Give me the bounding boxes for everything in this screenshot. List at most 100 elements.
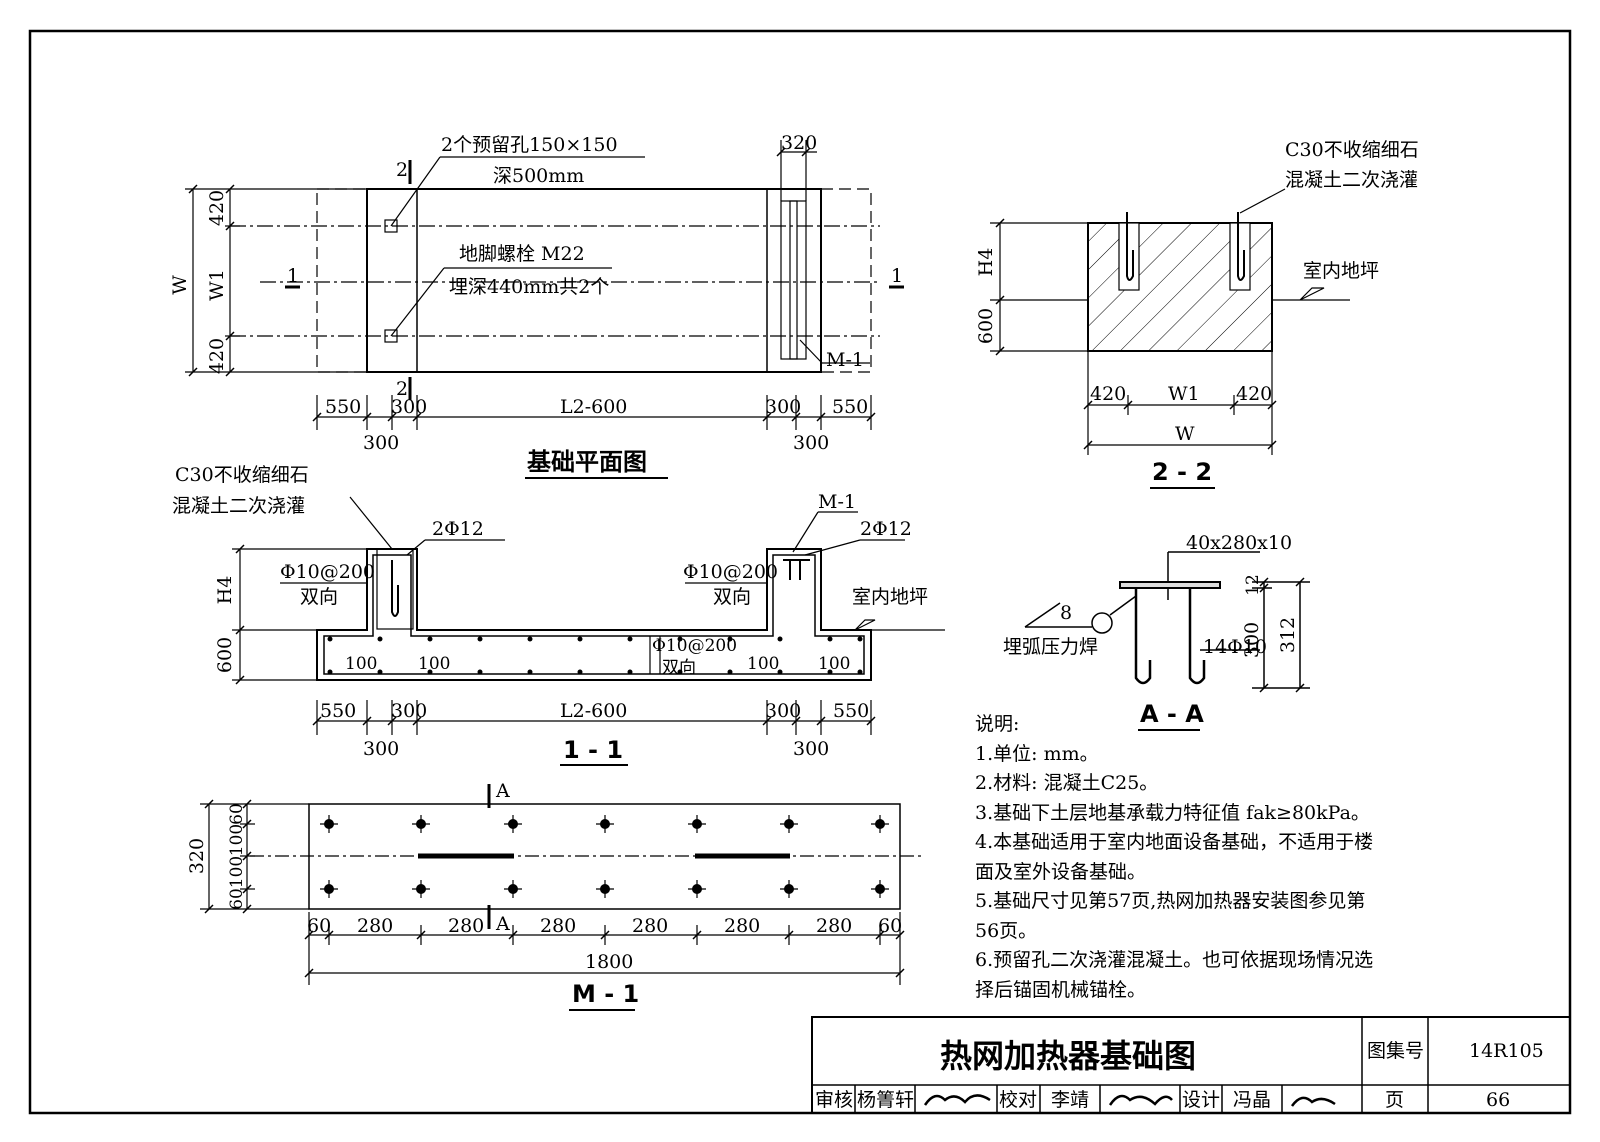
check-label: 校对: [999, 1089, 1037, 1111]
s22-title: 2 - 2: [1152, 458, 1212, 486]
note-line: 2.材料: 混凝土C25。: [975, 772, 1159, 794]
title-block: [811, 1016, 1571, 1114]
note-line: 6.预留孔二次浇灌混凝土。也可依据现场情况选: [975, 949, 1374, 971]
plan-dim-l2: L2-600: [560, 396, 627, 418]
m1-left-dim-2: 100: [227, 824, 247, 856]
note-line: 择后锚固机械锚栓。: [975, 978, 1147, 1001]
s22-dim-w: W: [1175, 423, 1195, 445]
plan-sec2-bot: 2: [396, 378, 408, 400]
plan-dim-w1: W1: [206, 269, 228, 301]
aa-dim-312: 312: [1277, 617, 1299, 653]
plan-dim-320: 320: [781, 132, 817, 154]
m1-dim-320: 320: [186, 838, 208, 874]
s11-m1-label: M-1: [818, 491, 856, 513]
m1-bot-dim-4: 280: [540, 915, 576, 937]
s22-dim-w1: W1: [1168, 383, 1200, 405]
plan-sec2-top: 2: [396, 159, 408, 181]
plan-dim-550-l: 550: [325, 396, 361, 418]
m1-bot-dim-7: 280: [816, 915, 852, 937]
m1-bolts: [320, 815, 889, 898]
m1-bot-dim-1: 60: [307, 915, 331, 937]
atlas-number: 14R105: [1469, 1040, 1544, 1062]
reviewer-name: 杨箐轩: [857, 1089, 914, 1111]
section-1-1-dots: [327, 636, 863, 675]
s11-dim-300-c: 300: [363, 738, 399, 760]
aa-dim-300: 300: [1241, 622, 1263, 658]
plan-sec1-left: 1: [287, 265, 299, 287]
sheet-border: [28, 29, 1572, 1115]
bolt-note-1: 地脚螺栓 M22: [459, 243, 585, 265]
m1-sec-a-top: A: [495, 780, 510, 802]
m1-left-dim-3: 100: [227, 856, 247, 888]
m1-bot-dim-6: 280: [724, 915, 760, 937]
s11-bar-left: 2Φ12: [432, 518, 484, 540]
plan-sec1-right: 1: [891, 265, 903, 287]
title-block-title: 热网加热器基础图: [940, 1037, 1196, 1075]
hole-note-2: 深500mm: [493, 165, 584, 187]
plan-dim-300-b: 300: [765, 396, 801, 418]
s11-grout-1: C30不收缩细石: [175, 464, 309, 486]
aa-bar-label: 14Φ10: [1203, 636, 1267, 658]
section-a-a: [1024, 551, 1310, 689]
designer-name: 冯晶: [1233, 1089, 1271, 1111]
aa-dim-12: 12: [1243, 574, 1263, 596]
m1-bot-dim-8: 60: [878, 915, 902, 937]
m1-ticks: [204, 799, 905, 978]
s11-c100-2: 100: [418, 654, 450, 674]
s11-dim-600: 600: [214, 637, 236, 673]
s11-c100-1: 100: [345, 654, 377, 674]
plan-dim-300-a: 300: [391, 396, 427, 418]
plan-dim-420-bot: 420: [206, 338, 228, 374]
section-1-1: [232, 496, 945, 735]
s11-stir-right-2: 双向: [713, 586, 751, 608]
plan-ticks: [188, 147, 876, 422]
plan-dim-420-top: 420: [206, 190, 228, 226]
s11-dim-300-d: 300: [793, 738, 829, 760]
review-label: 审核: [815, 1089, 853, 1111]
section-2-2: [990, 188, 1350, 455]
notes-block: 说明: 1.单位: mm。 2.材料: 混凝土C25。 3.基础下土层地基承载力…: [975, 710, 1445, 1005]
note-line: 56页。: [975, 919, 1038, 942]
s11-dim-300-b: 300: [765, 700, 801, 722]
s11-c100-4: 100: [818, 654, 850, 674]
m1-title: M - 1: [572, 980, 639, 1008]
m1-dim-1800: 1800: [585, 951, 633, 973]
aa-weld-num: 8: [1060, 602, 1072, 624]
m1-bot-dim-5: 280: [632, 915, 668, 937]
s11-stir-right-1: Φ10@200: [683, 561, 778, 583]
s22-dim-600: 600: [975, 308, 997, 344]
checker-name: 李靖: [1051, 1089, 1089, 1111]
plan-m1-label: M-1: [826, 349, 864, 371]
m1-plate: [200, 784, 925, 985]
s22-grout-2: 混凝土二次浇灌: [1285, 169, 1418, 191]
section-2-2-ticks: [995, 218, 1277, 450]
plan-dim-300-d: 300: [793, 432, 829, 454]
m1-left-dim-4: 60: [227, 888, 247, 910]
s22-dim-420-l: 420: [1090, 383, 1126, 405]
plan-title: 基础平面图: [527, 448, 647, 476]
s11-c100-3: 100: [747, 654, 779, 674]
note-line: 5.基础尺寸见第57页,热网加热器安装图参见第: [975, 890, 1366, 912]
s11-dim-l2: L2-600: [560, 700, 627, 722]
s11-bar-right: 2Φ12: [860, 518, 912, 540]
signature-marks: [923, 1094, 1336, 1107]
m1-bot-dim-3: 280: [448, 915, 484, 937]
bolt-note-2: 埋深440mm共2个: [449, 276, 609, 298]
s11-dim-550-l: 550: [320, 700, 356, 722]
plan-dim-w: W: [169, 275, 191, 295]
m1-bot-dim-2: 280: [357, 915, 393, 937]
plan-dim-300-c: 300: [363, 432, 399, 454]
page-label: 页: [1385, 1089, 1404, 1111]
aa-title: A - A: [1140, 700, 1204, 728]
atlas-label: 图集号: [1367, 1040, 1424, 1062]
section-1-1-ticks: [235, 544, 876, 726]
s11-stir-center-2: 双向: [662, 658, 696, 678]
s22-dim-h4: H4: [975, 248, 997, 277]
s22-grout-1: C30不收缩细石: [1285, 139, 1419, 161]
design-label: 设计: [1182, 1089, 1220, 1111]
s11-floor-label: 室内地坪: [852, 586, 928, 608]
aa-plate-label: 40x280x10: [1186, 532, 1292, 554]
note-line: 面及室外设备基础。: [975, 860, 1147, 883]
note-line: 3.基础下土层地基承载力特征值 fak≥80kPa。: [975, 801, 1370, 824]
